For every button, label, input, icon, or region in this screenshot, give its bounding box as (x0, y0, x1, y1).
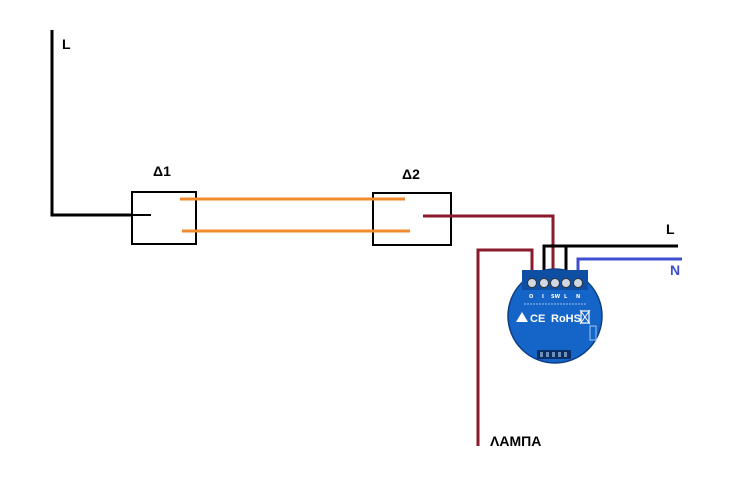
relay-recycle-icon-cross-b (579, 309, 591, 325)
line-right-label: L (666, 221, 675, 237)
relay-terminal-label-o: O (529, 294, 533, 300)
switched-wire-sw (423, 214, 555, 282)
relay-recycle-icon (580, 310, 590, 324)
relay-warning-icon (516, 312, 528, 322)
relay-connector-pin-3 (552, 352, 555, 357)
relay-module: O I SW L N CE RoHS (507, 268, 603, 364)
switch-1-label: Δ1 (153, 163, 171, 179)
relay-terminal-label-sw: SW (551, 294, 561, 300)
line-feed-wire (50, 30, 133, 217)
relay-terminal-label-i: I (542, 294, 544, 300)
relay-terminal-i (539, 278, 549, 288)
relay-terminal-label-n: N (576, 294, 580, 300)
switch-1-box (131, 191, 197, 245)
relay-side-mark (589, 325, 597, 341)
relay-terminal-label-l: L (564, 294, 568, 300)
switch-2-box (372, 192, 452, 246)
relay-connector-pin-4 (558, 352, 561, 357)
relay-terminal-l (561, 278, 571, 288)
relay-connector-pin-1 (540, 352, 543, 357)
line-top-label: L (62, 36, 71, 52)
relay-rohs-mark: RoHS (551, 313, 581, 325)
neutral-right-label: N (670, 262, 680, 278)
relay-terminal-sw (550, 278, 560, 288)
relay-terminal-o (527, 278, 537, 288)
lamp-output-wire (476, 248, 534, 446)
relay-connector-pin-2 (546, 352, 549, 357)
lamp-label: ΛΑΜΠΑ (490, 433, 541, 449)
neutral-wire (576, 257, 682, 282)
switch-2-label: Δ2 (402, 166, 420, 182)
relay-body (507, 268, 603, 364)
relay-terminal-n (573, 278, 583, 288)
relay-ce-mark: CE (530, 313, 545, 325)
relay-connector-pin-5 (564, 352, 567, 357)
